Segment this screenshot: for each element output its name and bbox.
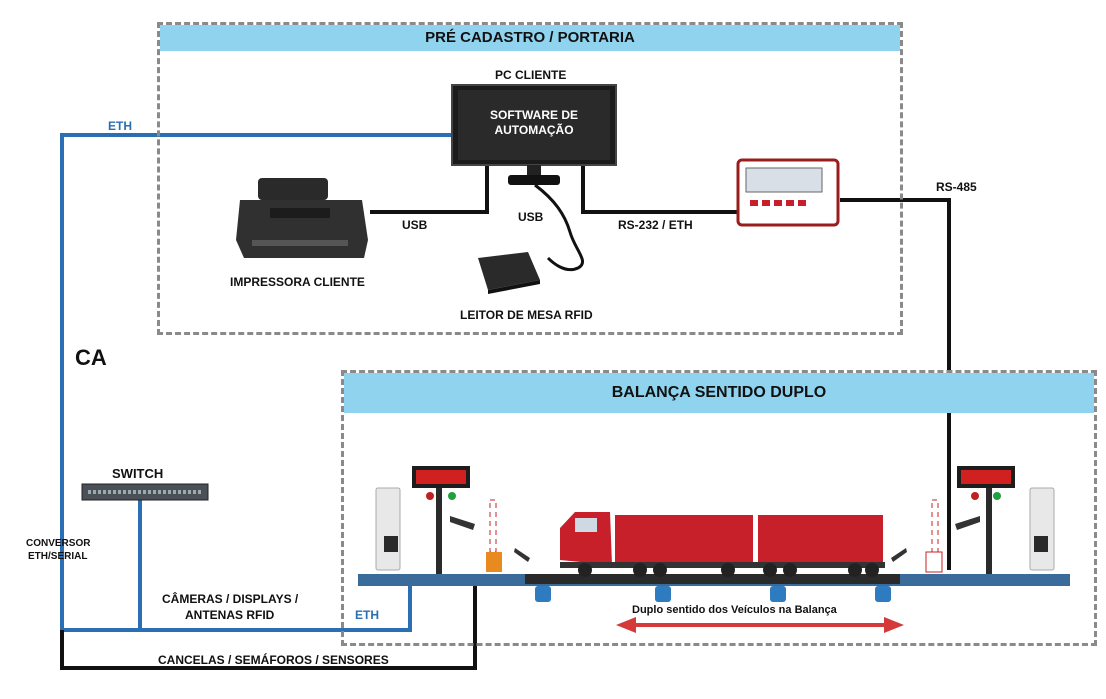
switch-label: SWITCH bbox=[112, 466, 164, 481]
usb-reader-label: USB bbox=[518, 210, 544, 224]
eth-bottom-label: ETH bbox=[355, 608, 379, 622]
network-switch-icon bbox=[81, 483, 209, 501]
pre-cadastro-box bbox=[157, 22, 903, 335]
pc-label: PC CLIENTE bbox=[495, 68, 567, 82]
rs232-line bbox=[581, 165, 738, 214]
truck-icon bbox=[560, 512, 885, 577]
flow-label: Duplo sentido dos Veículos na Balança bbox=[632, 604, 837, 616]
printer-icon bbox=[236, 178, 368, 258]
balanca-box bbox=[341, 370, 1097, 646]
monitor-icon bbox=[451, 84, 617, 272]
gates-line bbox=[60, 580, 477, 670]
balanca-banner: BALANÇA SENTIDO DUPLO bbox=[344, 373, 1094, 413]
pre-cadastro-banner: PRÉ CADASTRO / PORTARIA bbox=[160, 25, 900, 51]
rs485-line bbox=[840, 198, 951, 570]
left-station bbox=[375, 466, 530, 574]
rfid-reader-icon bbox=[478, 252, 540, 294]
gates-label: CANCELAS / SEMÁFOROS / SENSORES bbox=[158, 653, 389, 667]
pc-screen-line1: SOFTWARE DE bbox=[489, 108, 578, 122]
ca-label: CA bbox=[75, 345, 107, 370]
usb-printer-label: USB bbox=[402, 218, 428, 232]
cameras-label-line1: CÂMERAS / DISPLAYS / bbox=[162, 592, 299, 606]
eth-top-label: ETH bbox=[108, 119, 132, 133]
right-station bbox=[891, 466, 1055, 574]
cameras-label-line2: ANTENAS RFID bbox=[185, 608, 275, 622]
converter-label-line1: CONVERSOR bbox=[26, 538, 91, 549]
printer-label: IMPRESSORA CLIENTE bbox=[230, 275, 365, 289]
pc-screen-line2: AUTOMAÇÃO bbox=[494, 123, 574, 137]
rs485-label: RS-485 bbox=[936, 180, 977, 194]
weighing-indicator-icon bbox=[736, 158, 840, 227]
converter-label-line2: ETH/SERIAL bbox=[28, 551, 88, 562]
rfid-reader-label: LEITOR DE MESA RFID bbox=[460, 308, 593, 322]
usb-printer-line bbox=[370, 165, 489, 214]
scale-platform bbox=[358, 574, 1070, 602]
double-arrow-icon bbox=[616, 617, 904, 633]
rs232-label: RS-232 / ETH bbox=[618, 218, 693, 232]
